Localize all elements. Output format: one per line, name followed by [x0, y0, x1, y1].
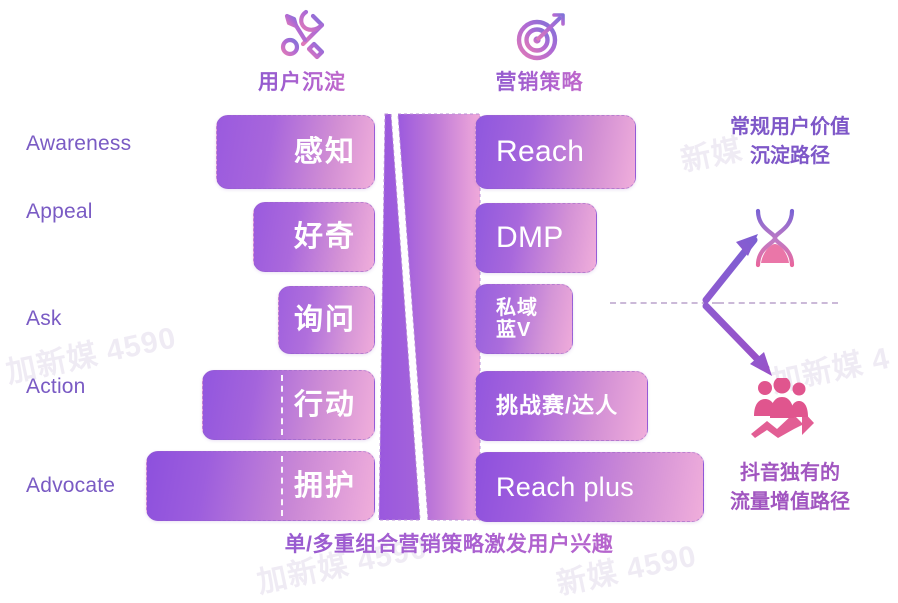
left-bar-label: 拥护	[293, 469, 356, 502]
annotation-line2: 流量增值路径	[730, 491, 850, 513]
funnel-wedges	[376, 112, 488, 522]
left-bar-action[interactable]: 行动	[202, 370, 375, 440]
dashed-separator-left	[610, 302, 718, 304]
infographic-canvas: 加新媒 4590 加新媒 4 加新媒 4590 新媒 4590 新媒	[0, 8, 898, 601]
right-bar-label: 私域 蓝V	[476, 297, 538, 342]
bar-divider	[281, 375, 283, 435]
column-header-label: 营销策略	[452, 66, 627, 96]
left-bar-label: 询问	[293, 303, 356, 336]
left-bar-label: 行动	[293, 388, 356, 421]
column-header-label: 用户沉淀	[222, 66, 382, 96]
stage-label-appeal: Appeal	[26, 200, 93, 223]
stage-label-awareness: Awareness	[26, 132, 132, 155]
left-bar-awareness[interactable]: 感知	[216, 115, 375, 189]
annotation-douyin-path: 抖音独有的 流量增值路径	[700, 459, 880, 517]
right-bar-reach-plus[interactable]: Reach plus	[475, 452, 704, 522]
right-bar-label: Reach plus	[496, 471, 635, 502]
wrench-screwdriver-icon	[222, 8, 382, 66]
right-bar-dmp[interactable]: DMP	[475, 203, 597, 273]
arrow-up-right	[702, 234, 758, 304]
arrow-down-right	[702, 302, 772, 376]
stage-label-action: Action	[26, 375, 86, 398]
right-bar-label: 挑战赛/达人	[496, 392, 619, 418]
right-bar-label-line1: 私域	[496, 296, 538, 319]
annotation-line2: 沉淀路径	[750, 145, 830, 167]
left-bar-label: 好奇	[293, 220, 356, 253]
bottom-caption: 单/多重组合营销策略激发用户兴趣	[0, 528, 898, 558]
left-bar-advocate[interactable]: 拥护	[146, 451, 375, 521]
left-bar-appeal[interactable]: 好奇	[253, 202, 375, 272]
left-bar-label: 感知	[293, 135, 356, 168]
branching-arrows	[688, 228, 848, 393]
annotation-line1: 抖音独有的	[740, 462, 840, 484]
bar-divider	[281, 456, 283, 516]
column-header-marketing-strategy: 营销策略	[452, 8, 627, 96]
stage-label-ask: Ask	[26, 307, 62, 330]
right-bar-reach[interactable]: Reach	[475, 115, 636, 189]
right-bar-label-line2: 蓝V	[496, 319, 532, 341]
right-bar-private-domain[interactable]: 私域 蓝V	[475, 284, 573, 354]
people-growth-icon	[745, 376, 817, 443]
dashed-separator-right	[718, 302, 838, 304]
stage-label-advocate: Advocate	[26, 474, 116, 497]
left-bar-ask[interactable]: 询问	[278, 286, 375, 354]
annotation-line1: 常规用户价值	[730, 116, 850, 138]
right-bar-label: Reach	[496, 135, 585, 169]
right-bar-label: DMP	[496, 221, 564, 255]
right-bar-challenge-kol[interactable]: 挑战赛/达人	[475, 371, 648, 441]
target-dart-icon	[452, 8, 627, 66]
column-header-user-accumulation: 用户沉淀	[222, 8, 382, 96]
annotation-standard-path: 常规用户价值 沉淀路径	[700, 113, 880, 171]
hourglass-icon	[745, 205, 805, 276]
